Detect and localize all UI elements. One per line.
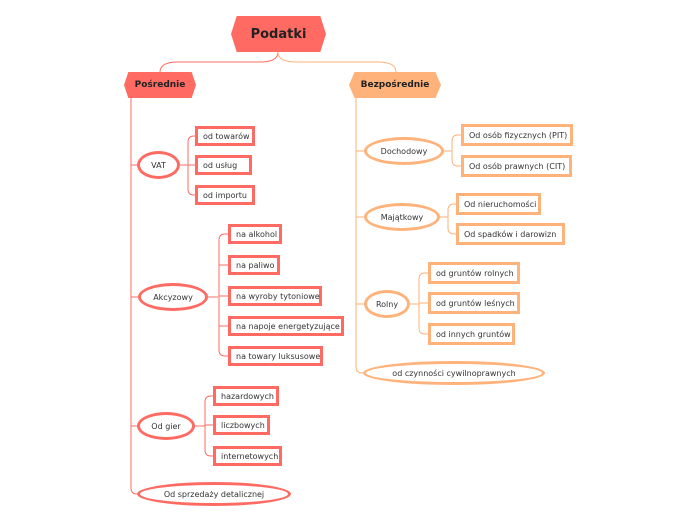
connector-line (204, 395, 213, 457)
topic-akcyzowy[interactable]: Akcyzowy (138, 283, 208, 311)
subtopic-akcyzowy-2[interactable]: na paliwo (228, 255, 280, 275)
connector-line (451, 134, 461, 167)
topic-od-sprzedazy-detalicznej[interactable]: Od sprzedaży detalicznej (137, 482, 291, 506)
root-topic-podatki[interactable]: Podatki (231, 16, 326, 52)
branch-bezposrednie[interactable]: Bezpośrednie (349, 72, 441, 98)
topic-od-czynnosci-cywilnoprawnych[interactable]: od czynności cywilnoprawnych (363, 361, 545, 385)
connector-line (159, 51, 279, 73)
connector-line (418, 272, 428, 335)
topic-dochodowy[interactable]: Dochodowy (364, 137, 444, 165)
connector-line (187, 135, 195, 196)
branch-posrednie[interactable]: Pośrednie (124, 72, 196, 98)
topic-vat[interactable]: VAT (137, 151, 180, 179)
subtopic-gier-2[interactable]: liczbowych (213, 415, 270, 435)
subtopic-vat-1[interactable]: od towarów (195, 126, 255, 146)
subtopic-gier-3[interactable]: internetowych (213, 446, 282, 466)
connector-line (355, 98, 364, 374)
subtopic-akcyzowy-4[interactable]: na napoje energetyzujące (228, 316, 344, 336)
subtopic-rolny-3[interactable]: od innych gruntów (428, 323, 515, 345)
subtopic-rolny-1[interactable]: od gruntów rolnych (428, 262, 520, 284)
subtopic-vat-3[interactable]: od importu (195, 185, 255, 205)
subtopic-akcyzowy-1[interactable]: na alkohol (228, 224, 282, 244)
subtopic-akcyzowy-3[interactable]: na wyroby tytoniowe (228, 286, 322, 306)
connector-line (218, 233, 228, 357)
subtopic-majatkowy-2[interactable]: Od spadków i darowizn (456, 223, 565, 245)
connector-line (447, 203, 456, 235)
connector-line (277, 51, 397, 73)
topic-rolny[interactable]: Rolny (364, 290, 410, 318)
subtopic-vat-2[interactable]: od usług (195, 155, 252, 175)
subtopic-akcyzowy-5[interactable]: na towary luksusowe (228, 346, 323, 366)
topic-majatkowy[interactable]: Majątkowy (364, 203, 440, 231)
subtopic-rolny-2[interactable]: od gruntów leśnych (428, 292, 520, 314)
topic-od-gier[interactable]: Od gier (137, 412, 195, 440)
subtopic-gier-1[interactable]: hazardowych (213, 386, 279, 406)
subtopic-dochodowy-1[interactable]: Od osób fizycznych (PIT) (461, 124, 573, 146)
subtopic-dochodowy-2[interactable]: Od osób prawnych (CIT) (461, 155, 572, 177)
connector-line (130, 98, 138, 495)
subtopic-majatkowy-1[interactable]: Od nieruchomości (456, 193, 541, 215)
